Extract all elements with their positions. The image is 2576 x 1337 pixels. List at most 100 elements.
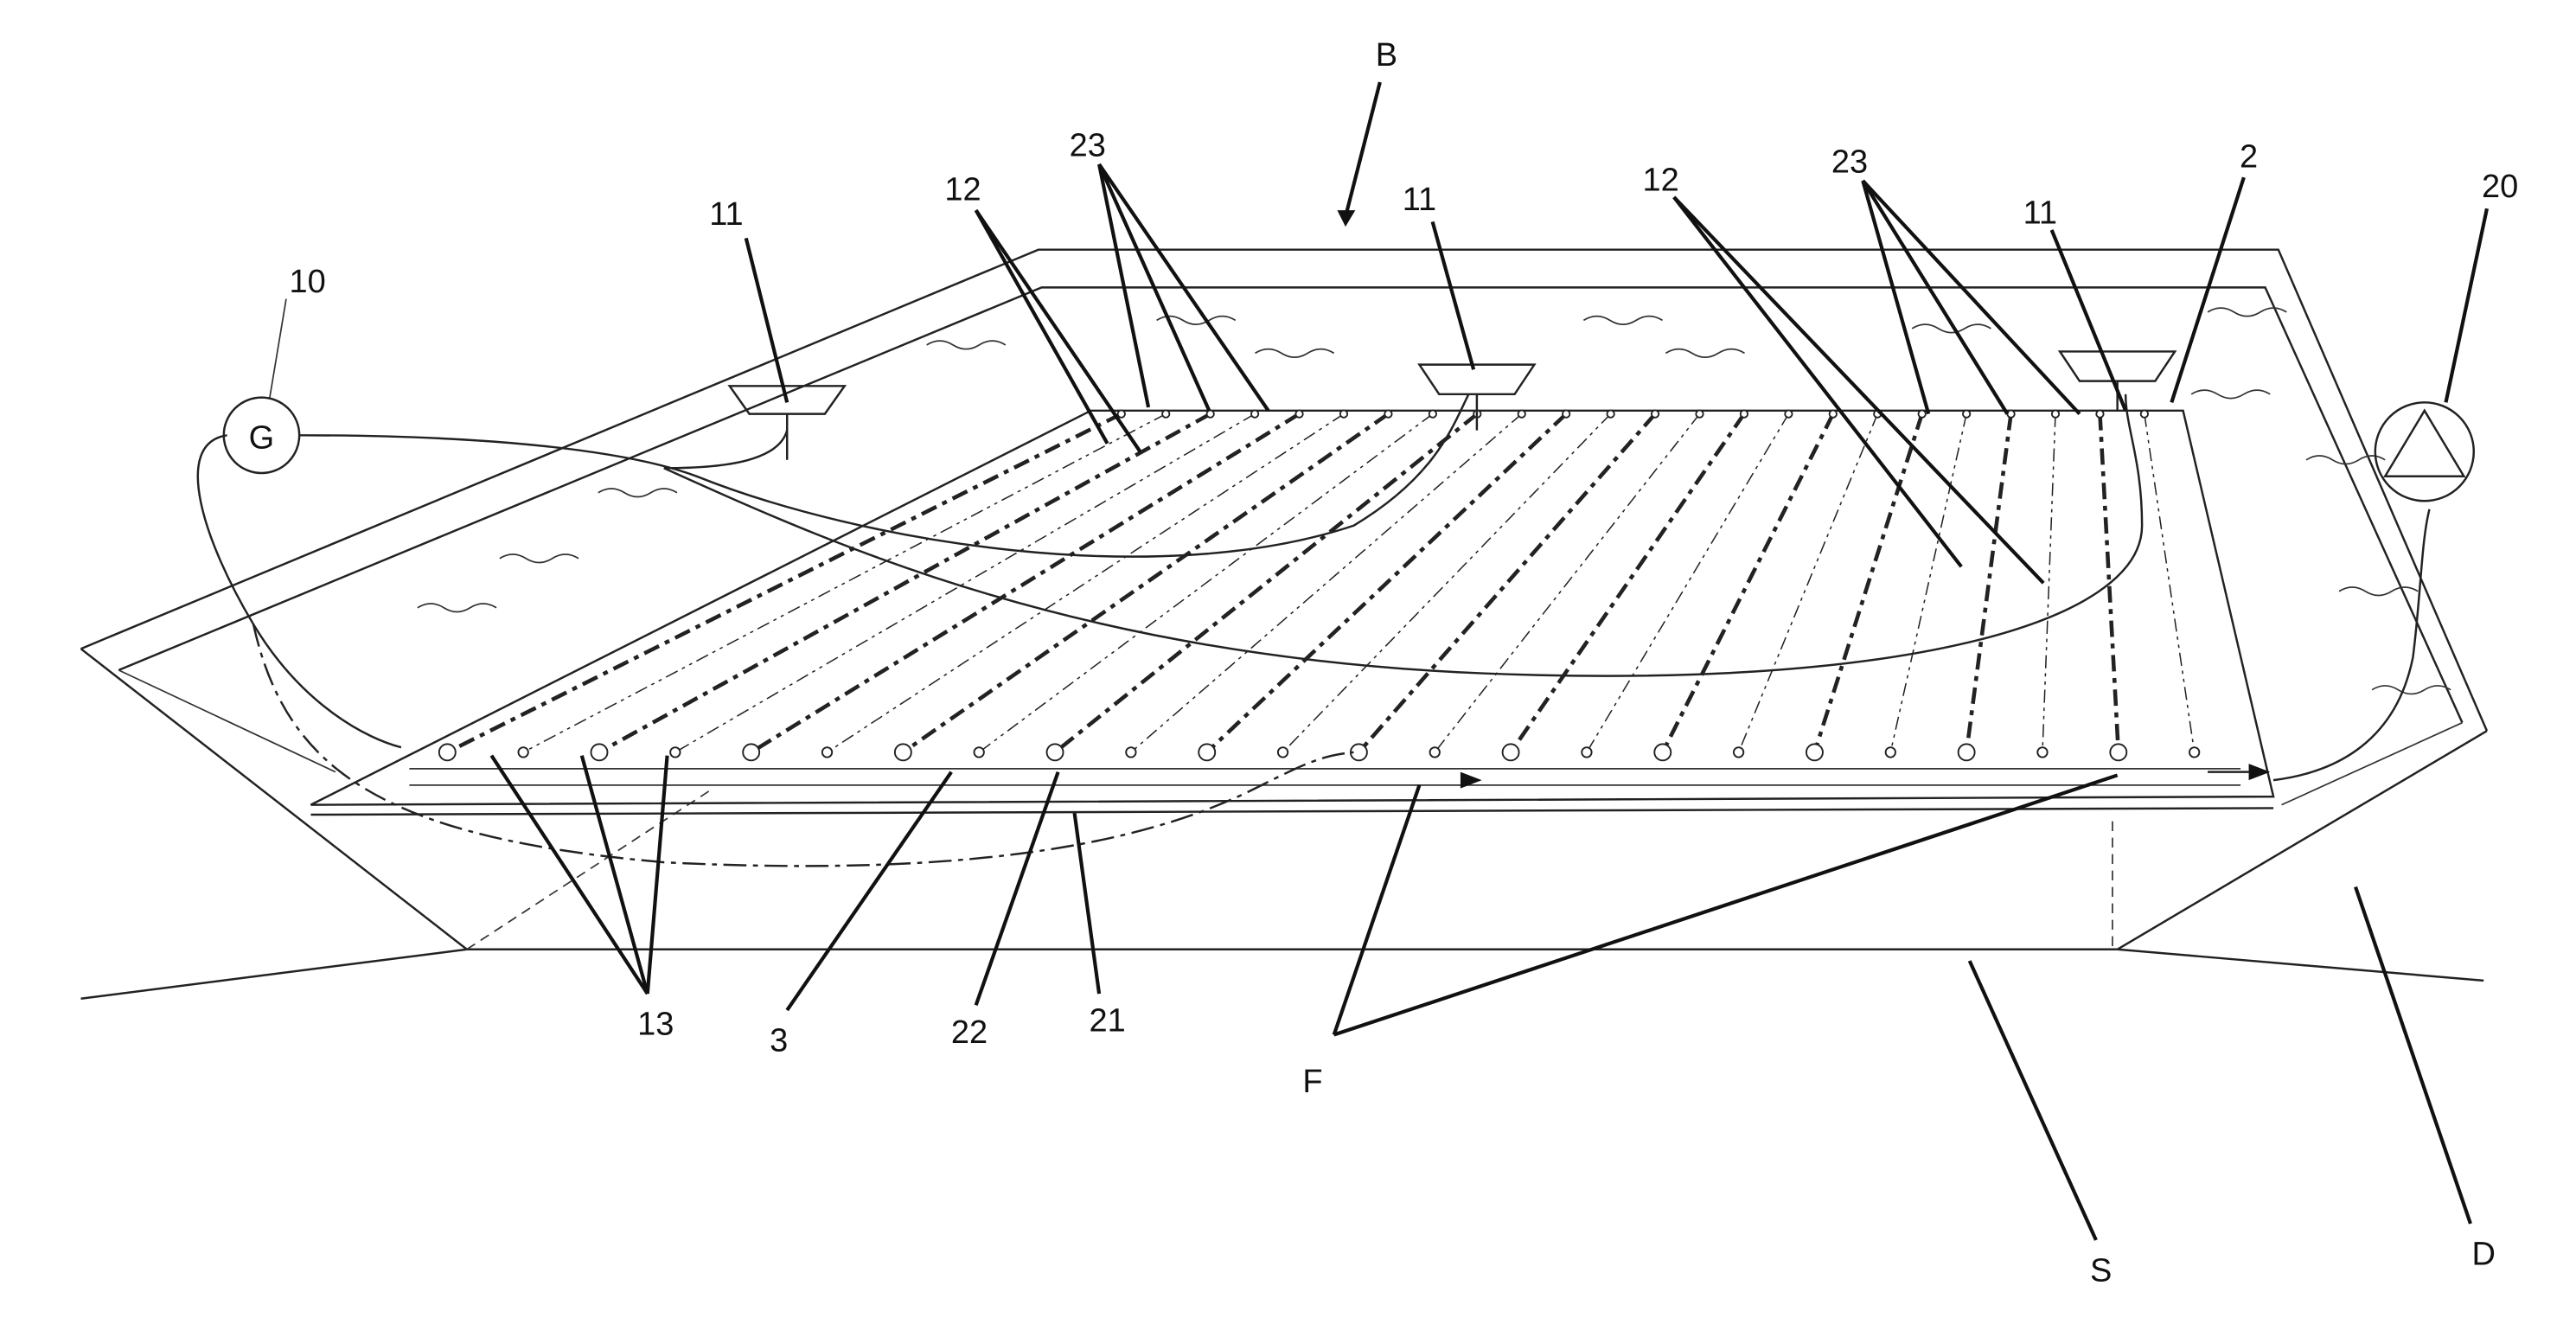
label-22: 22 xyxy=(951,1014,988,1051)
nozzle-13 xyxy=(1429,746,1441,758)
electrode-line xyxy=(674,413,1256,753)
electrode-line xyxy=(1964,413,2013,753)
label-11-right: 11 xyxy=(2023,195,2057,231)
nozzle-13 xyxy=(1957,743,1976,762)
label-D: D xyxy=(2471,1236,2495,1272)
electrode-line xyxy=(750,412,1301,754)
outlet-23 xyxy=(1294,409,1304,419)
wave-mark xyxy=(926,340,1007,350)
floats xyxy=(727,350,2177,460)
cables xyxy=(196,393,2431,867)
outlet-23 xyxy=(1339,409,1349,419)
outlet-23 xyxy=(1562,409,1571,419)
outlet-23 xyxy=(1739,409,1749,419)
ground-lines xyxy=(80,948,2484,1000)
nozzle-13 xyxy=(1884,746,1896,758)
outlet-23 xyxy=(1205,409,1215,419)
nozzle-13 xyxy=(1349,743,1368,762)
nozzle-13 xyxy=(2109,743,2128,762)
outlet-23 xyxy=(1962,409,1972,419)
electrode-line xyxy=(1509,413,1746,754)
outlet-23 xyxy=(1784,409,1793,419)
wave-mark xyxy=(2305,455,2386,465)
outlet-23 xyxy=(1161,409,1171,419)
electrode-line xyxy=(1282,413,1612,753)
wave-mark xyxy=(2338,586,2419,597)
electrode-line xyxy=(978,413,1434,753)
label-12-right: 12 xyxy=(1643,162,1679,198)
electrode-line xyxy=(446,412,1122,754)
electrode-line xyxy=(1737,413,1878,753)
water-surface xyxy=(417,307,2451,695)
reference-labels: B 23 12 11 11 10 12 23 11 2 20 13 3 22 2… xyxy=(290,37,2519,1289)
nozzle-13 xyxy=(669,746,681,758)
label-23-right: 23 xyxy=(1831,144,1868,180)
label-11-left: 11 xyxy=(709,196,743,233)
nozzle-13 xyxy=(1045,743,1064,762)
label-S: S xyxy=(2090,1252,2112,1289)
electrode-line xyxy=(598,412,1211,754)
outlet-23 xyxy=(1428,409,1438,419)
electrode-line xyxy=(1660,413,1835,753)
label-13: 13 xyxy=(637,1007,674,1043)
outlet-23 xyxy=(2095,409,2105,419)
label-10: 10 xyxy=(290,264,326,300)
electrode-line xyxy=(1053,412,1479,754)
wave-mark xyxy=(499,553,579,564)
wave-mark xyxy=(417,603,497,613)
nozzle-13 xyxy=(517,746,529,758)
nozzle-13 xyxy=(1125,746,1137,758)
label-20: 20 xyxy=(2482,169,2518,205)
wave-mark xyxy=(1255,348,1335,358)
nozzle-13 xyxy=(1501,743,1520,762)
electrode-line xyxy=(1357,413,1657,754)
wave-mark xyxy=(2190,389,2271,400)
pipe-grid xyxy=(438,409,2201,762)
plate xyxy=(310,409,2275,816)
outlet-23 xyxy=(1116,409,1126,419)
wave-mark xyxy=(598,488,678,498)
nozzle-13 xyxy=(438,743,457,762)
electrode-line xyxy=(1434,413,1701,753)
label-B: B xyxy=(1376,37,1397,74)
label-2: 2 xyxy=(2240,139,2258,176)
wave-mark xyxy=(2371,685,2451,695)
nozzle-13 xyxy=(1806,743,1824,762)
nozzle-13 xyxy=(1581,746,1593,758)
electrode-line xyxy=(902,412,1390,754)
nozzle-13 xyxy=(1732,746,1745,758)
outlet-23 xyxy=(1250,409,1260,419)
electrode-line xyxy=(2098,413,2121,752)
generator-label: G xyxy=(249,419,275,456)
wave-mark xyxy=(1665,348,1745,358)
electrode-line xyxy=(1812,413,1924,753)
outlet-23 xyxy=(2050,409,2061,419)
outlet-23 xyxy=(1517,409,1526,419)
electrode-line xyxy=(1130,413,1523,753)
nozzle-13 xyxy=(2036,746,2049,758)
nozzle-13 xyxy=(742,743,761,762)
nozzle-13 xyxy=(1653,743,1672,762)
outlet-23 xyxy=(1606,409,1615,419)
label-12-left: 12 xyxy=(944,172,981,208)
label-F: F xyxy=(1302,1064,1322,1100)
outlet-23 xyxy=(1828,409,1838,419)
outlet-23 xyxy=(1384,409,1393,419)
nozzle-13 xyxy=(1198,743,1217,762)
basin-tank xyxy=(80,248,2489,951)
outlet-23 xyxy=(1917,409,1927,419)
wave-mark xyxy=(1156,315,1237,325)
label-11-mid: 11 xyxy=(1403,182,1436,218)
electrode-line xyxy=(1205,412,1568,754)
nozzle-13 xyxy=(1276,746,1289,758)
electrode-line xyxy=(2144,413,2196,752)
wave-mark xyxy=(1582,315,1663,325)
wave-mark xyxy=(1911,323,1991,334)
nozzle-13 xyxy=(893,743,912,762)
electrode-line xyxy=(1889,413,1967,753)
pump-20 xyxy=(2374,401,2476,502)
outlet-23 xyxy=(2139,409,2150,419)
nozzle-13 xyxy=(973,746,985,758)
nozzle-13 xyxy=(821,746,834,758)
